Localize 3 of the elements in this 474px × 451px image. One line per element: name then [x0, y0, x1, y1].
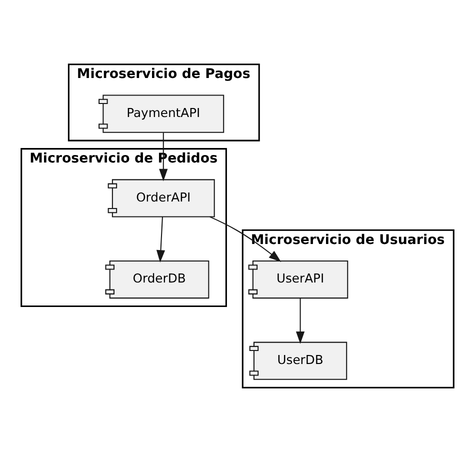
arrow	[156, 216, 165, 262]
arrow	[209, 216, 281, 262]
arrow	[295, 298, 304, 344]
